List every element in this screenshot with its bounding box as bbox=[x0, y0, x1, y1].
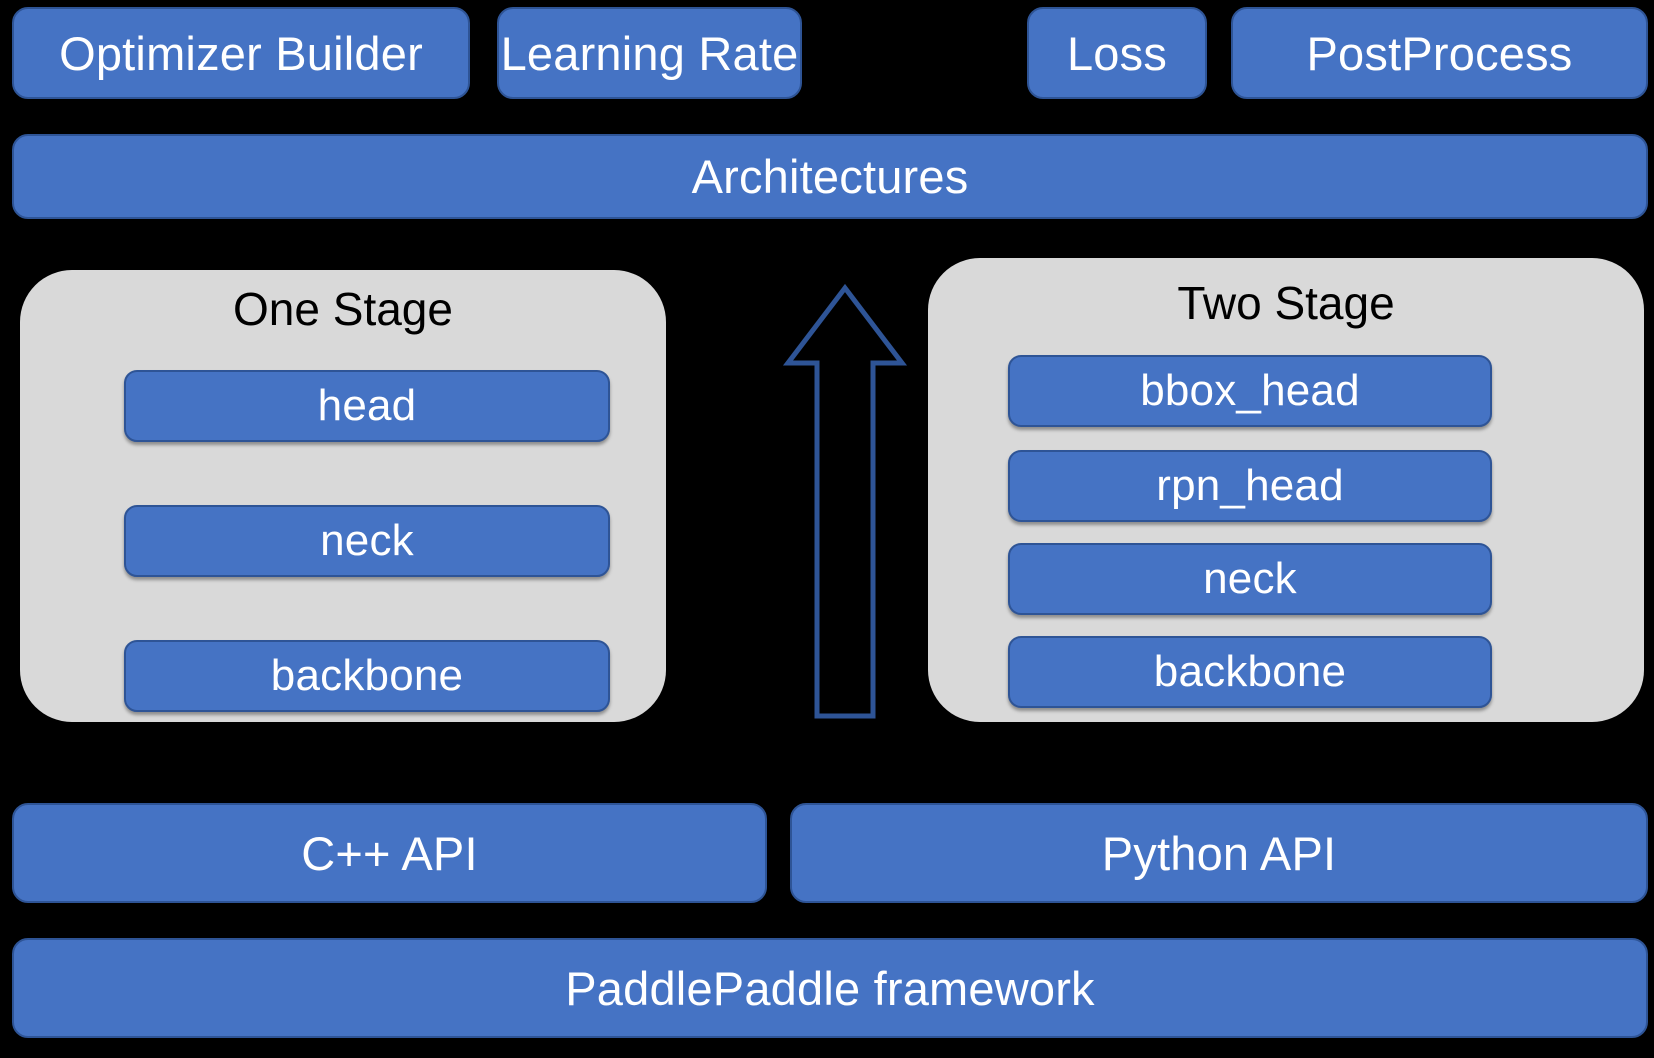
python-api-bar[interactable]: Python API bbox=[790, 803, 1648, 903]
component-optimizer-builder[interactable]: Optimizer Builder bbox=[12, 7, 470, 99]
one-stage-module-neck[interactable]: neck bbox=[124, 505, 610, 577]
two-stage-module-backbone[interactable]: backbone bbox=[1008, 636, 1492, 708]
component-loss[interactable]: Loss bbox=[1027, 7, 1207, 99]
up-arrow-icon bbox=[782, 283, 908, 719]
component-postprocess[interactable]: PostProcess bbox=[1231, 7, 1648, 99]
one-stage-title: One Stage bbox=[233, 283, 453, 335]
two-stage-module-rpn-head[interactable]: rpn_head bbox=[1008, 450, 1492, 522]
up-arrow-shape bbox=[782, 283, 908, 719]
one-stage-module-backbone[interactable]: backbone bbox=[124, 640, 610, 712]
architectures-bar[interactable]: Architectures bbox=[12, 134, 1648, 219]
one-stage-module-head[interactable]: head bbox=[124, 370, 610, 442]
two-stage-title: Two Stage bbox=[1177, 277, 1395, 329]
two-stage-module-neck[interactable]: neck bbox=[1008, 543, 1492, 615]
component-learning-rate[interactable]: Learning Rate bbox=[497, 7, 802, 99]
cpp-api-bar[interactable]: C++ API bbox=[12, 803, 767, 903]
two-stage-container: Two Stage bbox_head rpn_head neck backbo… bbox=[928, 258, 1644, 722]
two-stage-module-bbox-head[interactable]: bbox_head bbox=[1008, 355, 1492, 427]
paddlepaddle-framework-bar[interactable]: PaddlePaddle framework bbox=[12, 938, 1648, 1038]
one-stage-container: One Stage head neck backbone bbox=[20, 270, 666, 722]
